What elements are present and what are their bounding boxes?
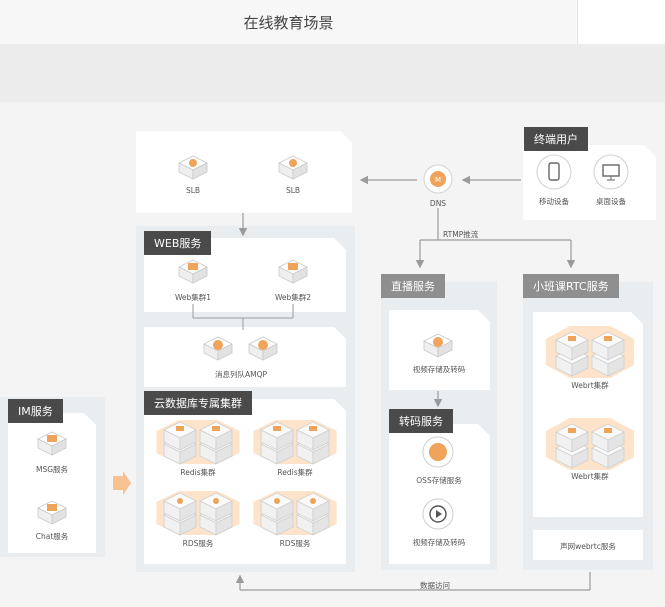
- live-service-label: 直播服务: [381, 274, 445, 298]
- rds2-label: RDS服务: [279, 539, 311, 548]
- scenario-tab-label: 在线教育场景: [243, 13, 334, 32]
- webrtc1-label: Webrt集群: [571, 381, 609, 390]
- mobile-icon: [536, 154, 572, 190]
- redis-group-icon-2: [253, 420, 337, 465]
- video-store-icon: [423, 333, 453, 358]
- slb-icon-1: [178, 155, 208, 180]
- webrtc-group-icon-2: [545, 418, 635, 470]
- video-transcode-icon: [422, 498, 454, 530]
- chat-icon: [37, 500, 67, 525]
- db-cluster-label: 云数据库专属集群: [144, 391, 252, 415]
- rds-group-icon-2: [253, 491, 337, 536]
- mq-panel: [144, 327, 346, 387]
- webrtc-group-icon-1: [545, 326, 635, 378]
- acoustic-panel: [533, 530, 643, 560]
- flow-arrow-icon: [113, 471, 131, 495]
- web-cluster-icon-1: [178, 259, 208, 284]
- slb2-label: SLB: [285, 186, 301, 195]
- oss-icon: [422, 436, 454, 468]
- dns-label: DNS: [429, 199, 447, 208]
- slb-panel: [136, 131, 352, 213]
- im-service-label: IM服务: [8, 399, 63, 423]
- terminal-users-label: 终端用户: [524, 127, 588, 151]
- rds-group-icon-1: [156, 491, 240, 536]
- redis2-label: Redis集群: [277, 468, 313, 477]
- redis1-label: Redis集群: [180, 468, 216, 477]
- mobile-label: 移动设备: [539, 197, 569, 206]
- web-cluster1-label: Web集群1: [174, 293, 212, 302]
- separator-band: [0, 44, 665, 102]
- rtmp-label: RTMP推流: [443, 230, 479, 239]
- web-service-label: WEB服务: [144, 231, 212, 255]
- webrtc2-label: Webrt集群: [571, 472, 609, 481]
- video-store-label: 视频存储及转码: [412, 365, 466, 374]
- mq-icon-2: [248, 336, 278, 361]
- data-access-label: 数据访问: [420, 581, 450, 590]
- desktop-label: 桌面设备: [596, 197, 626, 206]
- scenario-tab[interactable]: 在线教育场景: [0, 0, 577, 44]
- rtc-service-label: 小班课RTC服务: [523, 274, 619, 298]
- mq-icon-1: [203, 336, 233, 361]
- mq-label: 消息列队AMQP: [214, 370, 268, 379]
- rds1-label: RDS服务: [182, 539, 214, 548]
- slb1-label: SLB: [185, 186, 201, 195]
- slb-icon-2: [278, 155, 308, 180]
- oss-label: OSS存储服务: [416, 476, 462, 485]
- msg-label: MSG服务: [35, 465, 69, 474]
- msg-icon: [37, 431, 67, 456]
- web-cluster2-label: Web集群2: [274, 293, 312, 302]
- redis-group-icon-1: [156, 420, 240, 465]
- svg-text:M: M: [435, 176, 441, 184]
- tab-blank[interactable]: [577, 0, 665, 44]
- web-cluster-icon-2: [278, 259, 308, 284]
- chat-label: Chat服务: [35, 532, 69, 541]
- video-store2-label: 视频存储及转码: [412, 538, 466, 547]
- desktop-icon: [593, 154, 629, 190]
- transcode-service-label: 转码服务: [389, 409, 453, 433]
- dns-icon: M: [423, 164, 453, 194]
- acoustic-label: 声网webrtc服务: [560, 542, 616, 551]
